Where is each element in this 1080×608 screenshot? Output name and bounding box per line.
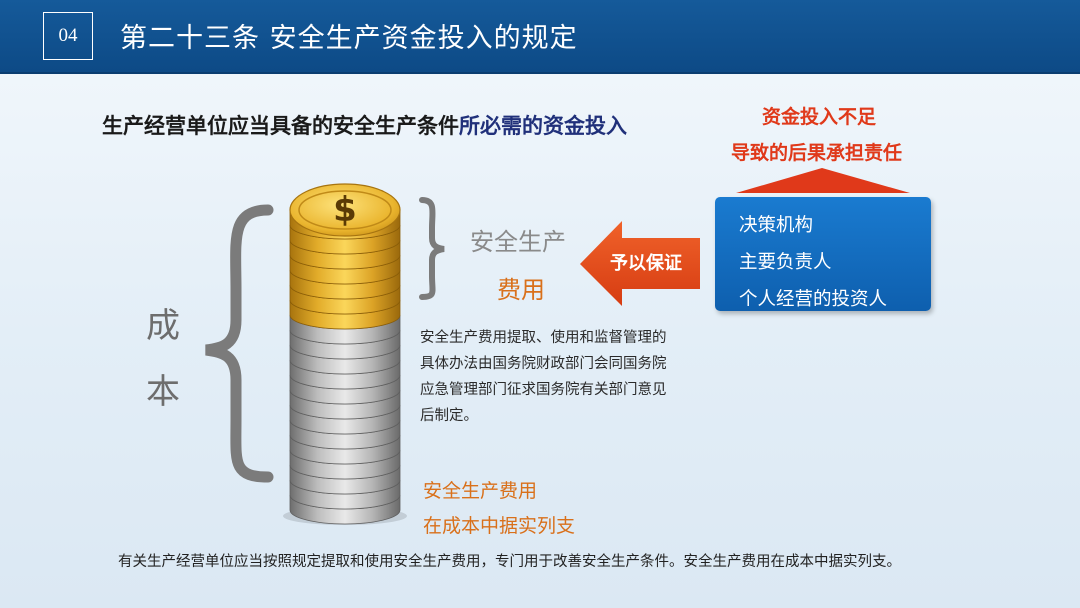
responsible-item: 个人经营的投资人	[739, 285, 887, 311]
cost-char1: 成	[146, 298, 180, 347]
responsible-item: 主要负责人	[739, 248, 832, 274]
safety-cost-line2: 费用	[497, 270, 545, 305]
responsible-item: 决策机构	[739, 211, 813, 237]
responsible-parties-box: 决策机构 主要负责人 个人经营的投资人	[715, 197, 931, 311]
description-text: 安全生产费用提取、使用和监督管理的具体办法由国务院财政部门会同国务院应急管理部门…	[420, 325, 670, 429]
cost-brace	[206, 210, 268, 477]
dollar-icon: $	[333, 190, 357, 230]
cost-char2: 本	[146, 364, 180, 413]
up-triangle	[736, 168, 910, 193]
footer-text: 有关生产经营单位应当按照规定提取和使用安全生产费用，专门用于改善安全生产条件。安…	[118, 550, 901, 571]
coin-stack: $	[290, 184, 400, 524]
safety-cost-brace	[422, 200, 444, 297]
cost-note-line2: 在成本中据实列支	[423, 511, 575, 538]
safety-cost-line1: 安全生产	[470, 222, 566, 257]
guarantee-label: 予以保证	[610, 249, 682, 275]
cost-note-line1: 安全生产费用	[423, 476, 537, 503]
